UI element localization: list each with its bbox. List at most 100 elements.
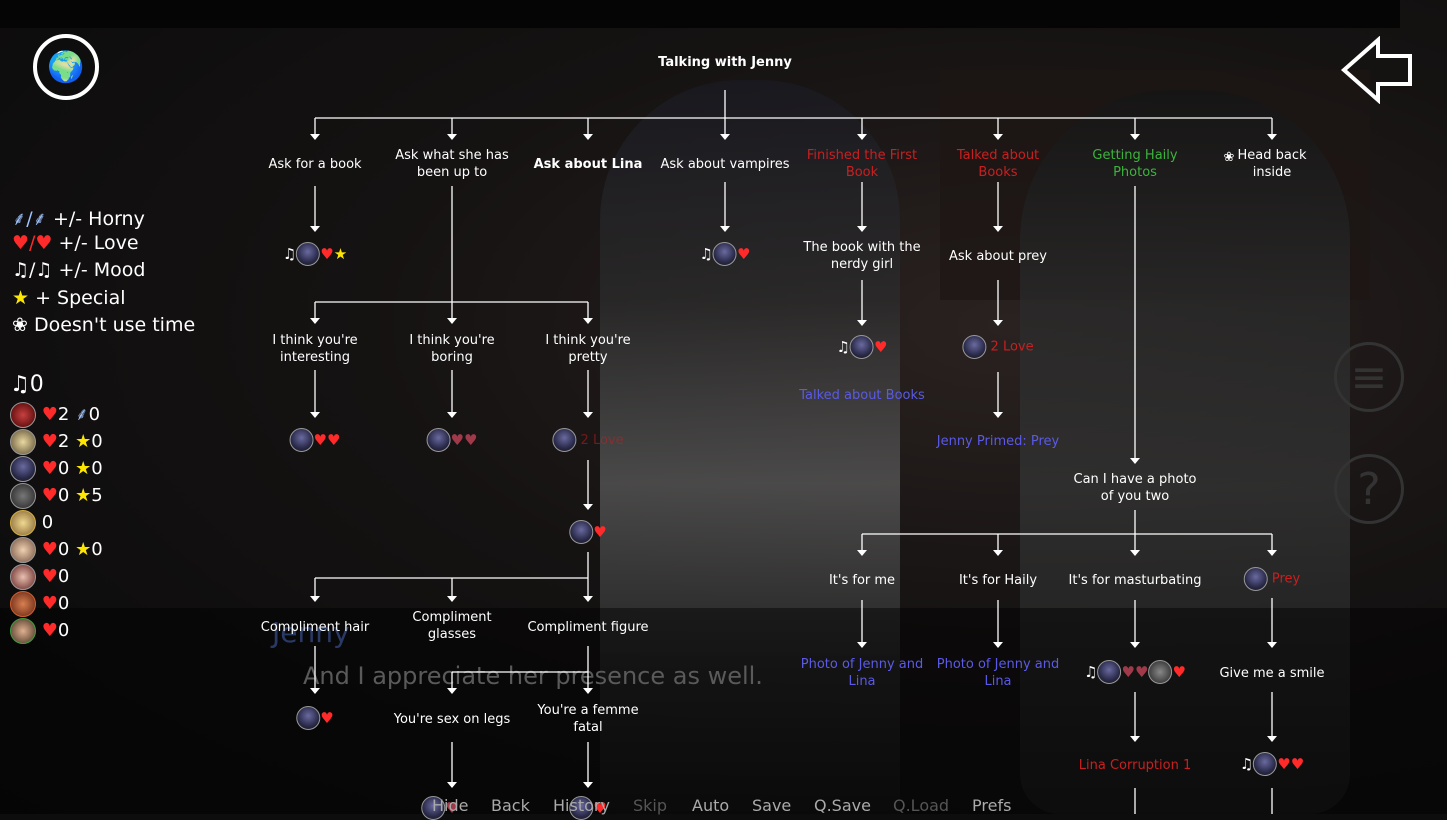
reward-compliment-hair: ♥ [296, 706, 334, 730]
flag-lina-corruption: Lina Corruption 1 [1078, 758, 1192, 773]
option-for-haily[interactable]: It's for Haily [958, 573, 1038, 588]
legend-special-label: + Special [35, 287, 126, 309]
option-compliment-hair[interactable]: Compliment hair [260, 620, 370, 635]
option-sex-on-legs[interactable]: You're sex on legs [393, 712, 511, 727]
quick-menu-qsave[interactable]: Q.Save [814, 796, 871, 815]
option-femme-fatal[interactable]: You're a femme fatal [537, 703, 639, 735]
quick-menu-save[interactable]: Save [752, 796, 792, 815]
broken-note-icon: ♫ [1084, 662, 1098, 681]
plain-value: 0 [41, 512, 54, 533]
world-map-button[interactable]: 🌍 [33, 34, 99, 100]
love-value: 0 [57, 485, 70, 506]
menu-icon: ≡ [1350, 351, 1388, 403]
quick-menu-auto[interactable]: Auto [692, 796, 730, 815]
tree-title: Talking with Jenny [658, 55, 792, 70]
flag-photo-jenny-lina-2: Photo of Jenny and Lina [936, 657, 1060, 689]
quick-menu-qload[interactable]: Q.Load [893, 796, 950, 815]
mood-stat: ♫0 [10, 372, 44, 397]
avatar [1148, 660, 1173, 684]
star-icon: ★ [75, 458, 92, 479]
option-head-inside-label: Head back inside [1237, 148, 1307, 180]
option-prey[interactable]: Prey [1243, 567, 1301, 591]
character-stat-row: ♥0 [10, 618, 69, 644]
question-icon: ? [1357, 463, 1381, 515]
arrow-left-icon [1340, 35, 1412, 105]
music-note-icon: ♫/♫ [12, 259, 53, 281]
star-icon: ★ [75, 539, 92, 560]
heart-icon: ♥ [874, 337, 888, 356]
avatar [552, 428, 577, 452]
reward-interesting: ♥♥ [289, 428, 340, 452]
heart-icon: ♥ [1172, 662, 1186, 681]
reward-ask-book: ♫♥★ [283, 242, 347, 266]
option-head-inside[interactable]: ❀Head back inside [1223, 147, 1307, 181]
option-photo-question[interactable]: Can I have a photo of you two [1073, 472, 1197, 504]
star-value: 5 [91, 485, 103, 506]
character-stat-row: ♥0 [10, 591, 69, 617]
heart-icon: ♥ [320, 244, 334, 263]
top-strip [0, 0, 1400, 28]
broken-heart-icon: ♥♥ [1121, 662, 1149, 681]
quick-menu-history[interactable]: History [553, 796, 610, 815]
flag-photo-jenny-lina-1: Photo of Jenny and Lina [800, 657, 924, 689]
option-compliment-glasses[interactable]: Compliment glasses [412, 610, 492, 642]
option-boring[interactable]: I think you're boring [409, 333, 495, 365]
option-finished-book[interactable]: Finished the First Book [806, 148, 918, 180]
option-talked-books[interactable]: Talked about Books [956, 148, 1040, 180]
music-note-icon: ♫ [699, 244, 713, 263]
star-value: 0 [91, 539, 103, 560]
back-arrow-button[interactable] [1340, 35, 1414, 108]
quick-menu-prefs[interactable]: Prefs [972, 796, 1012, 815]
character-stat-row: ♥2 ★0 [10, 429, 103, 455]
mood-value: 0 [29, 372, 44, 397]
option-give-smile[interactable]: Give me a smile [1219, 666, 1325, 681]
quick-menu-skip[interactable]: Skip [633, 796, 668, 815]
option-haily-photos[interactable]: Getting Haily Photos [1092, 148, 1178, 180]
option-compliment-figure[interactable]: Compliment figure [527, 620, 649, 635]
flag-talked-books: Talked about Books [799, 388, 925, 403]
love-value: 0 [57, 539, 70, 560]
option-ask-lina[interactable]: Ask about Lina [533, 157, 643, 172]
character-stat-row: ♥2 ⸙0 [10, 402, 100, 428]
avatar [296, 706, 321, 730]
reward-give-smile: ♫♥♥ [1240, 752, 1304, 776]
option-for-me[interactable]: It's for me [828, 573, 896, 588]
option-for-masturbating[interactable]: It's for masturbating [1068, 573, 1202, 588]
option-ask-vampires[interactable]: Ask about vampires [660, 157, 790, 172]
option-ask-prey[interactable]: Ask about prey [949, 249, 1047, 264]
broken-heart-icon: ♥ [445, 798, 459, 817]
heart-icon: ♥ [41, 593, 58, 614]
flower-icon: ❀ [12, 314, 28, 336]
horny-value: 0 [88, 404, 101, 425]
avatar [10, 510, 36, 536]
avatar [10, 402, 36, 428]
option-ask-up-to[interactable]: Ask what she has been up to [395, 148, 509, 180]
dialogue-text: And I appreciate her presence as well. [303, 662, 763, 690]
music-note-icon: ♫ [282, 244, 297, 263]
avatar [289, 428, 314, 452]
character-haily-sprite [1020, 90, 1350, 814]
music-note-icon: ♫ [10, 372, 30, 397]
character-stat-row: ♥0 ★0 [10, 537, 103, 563]
star-icon: ★ [75, 431, 92, 452]
heart-icon: ♥ [41, 404, 58, 425]
heart-icon: ♥♥ [1277, 754, 1305, 773]
legend-horny: ⸙/⸙ +/- Horny [12, 205, 145, 231]
option-interesting[interactable]: I think you're interesting [272, 333, 358, 365]
option-pretty[interactable]: I think you're pretty [545, 333, 631, 365]
help-button[interactable]: ? [1334, 454, 1404, 524]
heart-icon: ♥ [41, 620, 58, 641]
legend-special: ★ + Special [12, 287, 126, 309]
side-menu-button[interactable]: ≡ [1334, 342, 1404, 412]
quick-menu-hide[interactable]: Hide [432, 796, 469, 815]
love-value: 0 [57, 620, 70, 641]
option-ask-book[interactable]: Ask for a book [268, 157, 362, 172]
prey-label: Prey [1271, 571, 1301, 587]
love-value: 0 [57, 566, 70, 587]
option-book-nerdy[interactable]: The book with the nerdy girl [803, 240, 921, 272]
broken-heart-icon: ♥♥ [450, 430, 478, 449]
quick-menu-back[interactable]: Back [491, 796, 530, 815]
heart-icon: ♥ [41, 566, 58, 587]
character-jenny-sprite [600, 80, 900, 814]
